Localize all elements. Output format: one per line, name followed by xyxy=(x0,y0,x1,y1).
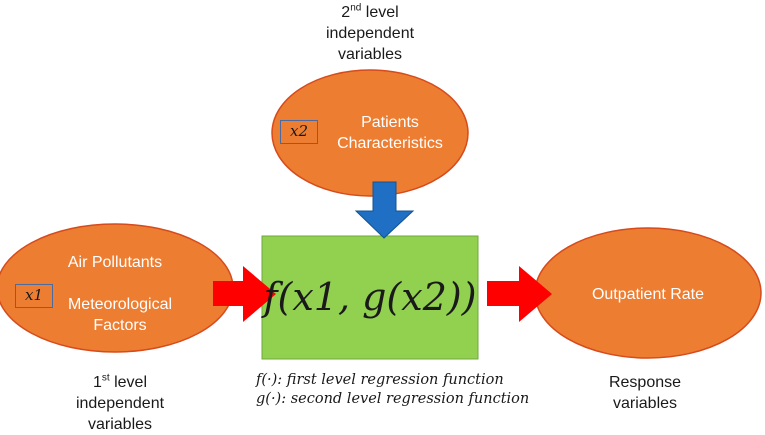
second-level-function-definition: g(·): second level regression function xyxy=(256,391,530,407)
outpatient-rate-text: Outpatient Rate xyxy=(591,286,705,303)
first-level-label: 1st level independent variables xyxy=(75,372,165,433)
x1-variable-box: x1 xyxy=(15,284,53,308)
red-arrow-box-to-right xyxy=(487,266,552,322)
patients-characteristics-ellipse xyxy=(271,69,469,197)
regression-function-box xyxy=(261,235,479,360)
first-level-function-definition: f(·): first level regression function xyxy=(256,372,504,388)
blue-down-arrow xyxy=(354,181,415,239)
meteorological-factors-text: Meteorological Factors xyxy=(67,296,173,334)
patients-characteristics-text: Patients Characteristics xyxy=(337,114,443,152)
red-arrow-left-to-box xyxy=(213,266,276,322)
x2-variable-box: x2 xyxy=(280,120,318,144)
second-level-label: 2nd level independent variables xyxy=(325,2,415,63)
air-pollutants-text: Air Pollutants xyxy=(67,254,163,271)
regression-function-legend: f(·): first level regression function g(… xyxy=(256,371,529,409)
regression-formula: f(x1, g(x2)) xyxy=(263,275,477,319)
response-variables-label: Response variables xyxy=(608,374,682,412)
